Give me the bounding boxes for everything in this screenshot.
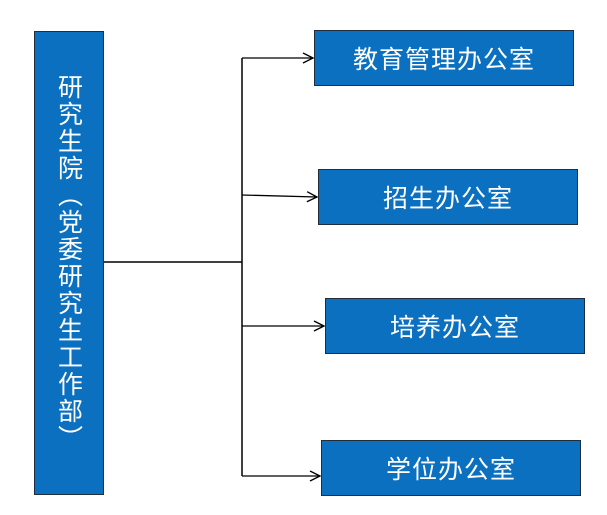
node-training-office: 培养办公室: [325, 298, 585, 354]
node-admissions-office: 招生办公室: [318, 169, 578, 225]
node-degree-office: 学位办公室: [321, 440, 581, 496]
root-node-graduate-school: 研究生院（党委研究生工作部）: [34, 31, 104, 495]
node-label: 学位办公室: [385, 455, 516, 484]
arrow-to-box-1: [241, 195, 317, 197]
node-education-management-office: 教育管理办公室: [314, 30, 574, 86]
node-label: 教育管理办公室: [352, 45, 535, 74]
node-label: 培养办公室: [389, 313, 520, 342]
root-node-label: 研究生院（党委研究生工作部）: [54, 74, 84, 452]
node-label: 招生办公室: [382, 184, 513, 213]
